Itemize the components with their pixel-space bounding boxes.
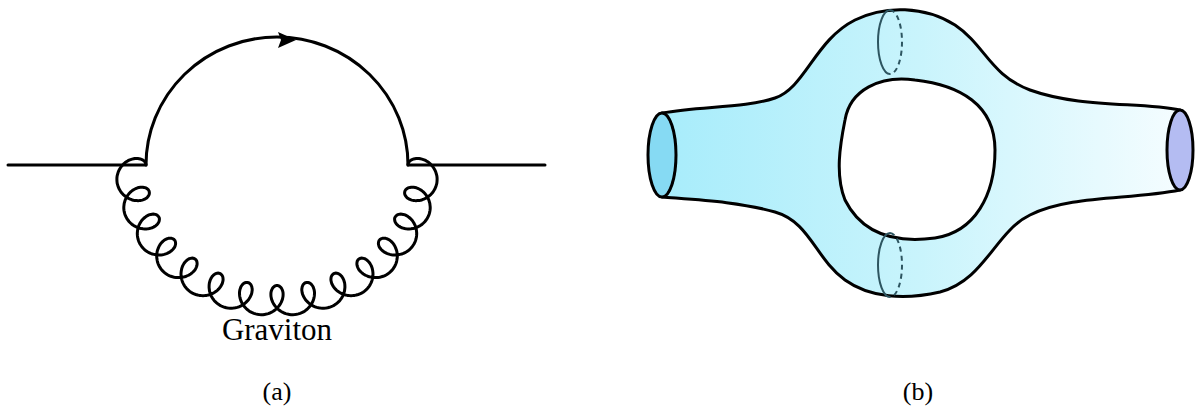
worldsheet	[662, 10, 1180, 297]
cut-circle	[878, 10, 890, 74]
panel-label: (b)	[903, 377, 933, 407]
fermion-line	[8, 37, 545, 165]
panel-label: (a)	[263, 377, 292, 407]
tube-end	[648, 113, 676, 197]
cut-circle	[890, 233, 902, 297]
arrowhead	[278, 32, 296, 48]
cut-circle	[878, 233, 890, 297]
graviton-coil	[117, 159, 437, 315]
cut-circle	[890, 10, 902, 74]
tube-end	[1167, 110, 1193, 190]
particle-label: Graviton	[222, 312, 332, 348]
tube-end-back	[662, 113, 676, 197]
